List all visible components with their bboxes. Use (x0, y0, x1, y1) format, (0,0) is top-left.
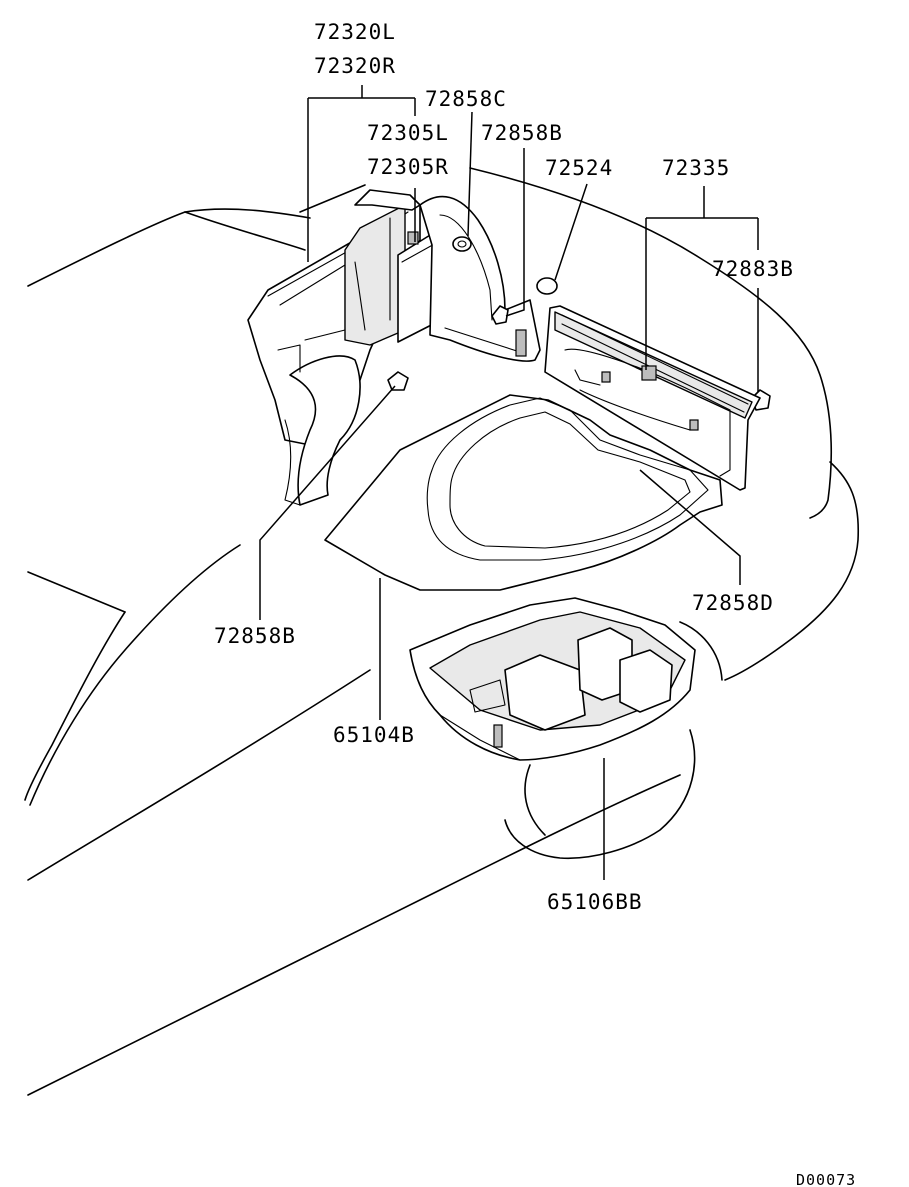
label-72858D: 72858D (692, 591, 774, 615)
trunk-floor-mat-65104B (324, 394, 723, 591)
car-body-outline (24, 167, 860, 1096)
left-side-trim-72320 (247, 189, 421, 506)
rear-corner-trim (419, 195, 541, 362)
label-72883B: 72883B (712, 257, 794, 281)
label-72858C: 72858C (425, 87, 507, 111)
label-72320R: 72320R (314, 54, 396, 78)
part-number-labels: 72320L 72320R 72858C 72305L 72858B 72305… (214, 20, 856, 1187)
leader-lines (259, 85, 759, 880)
label-72305L: 72305L (367, 121, 449, 145)
drawing-code: D00073 (796, 1171, 856, 1187)
spare-tray-65106BB (409, 597, 696, 761)
label-65106BB: 65106BB (547, 890, 643, 914)
label-72320L: 72320L (314, 20, 396, 44)
label-72335: 72335 (662, 156, 730, 180)
label-72524: 72524 (545, 156, 613, 180)
label-65104B: 65104B (333, 723, 415, 747)
label-72858B-left: 72858B (214, 624, 296, 648)
label-72858B-top: 72858B (481, 121, 563, 145)
label-72305R: 72305R (367, 155, 449, 179)
